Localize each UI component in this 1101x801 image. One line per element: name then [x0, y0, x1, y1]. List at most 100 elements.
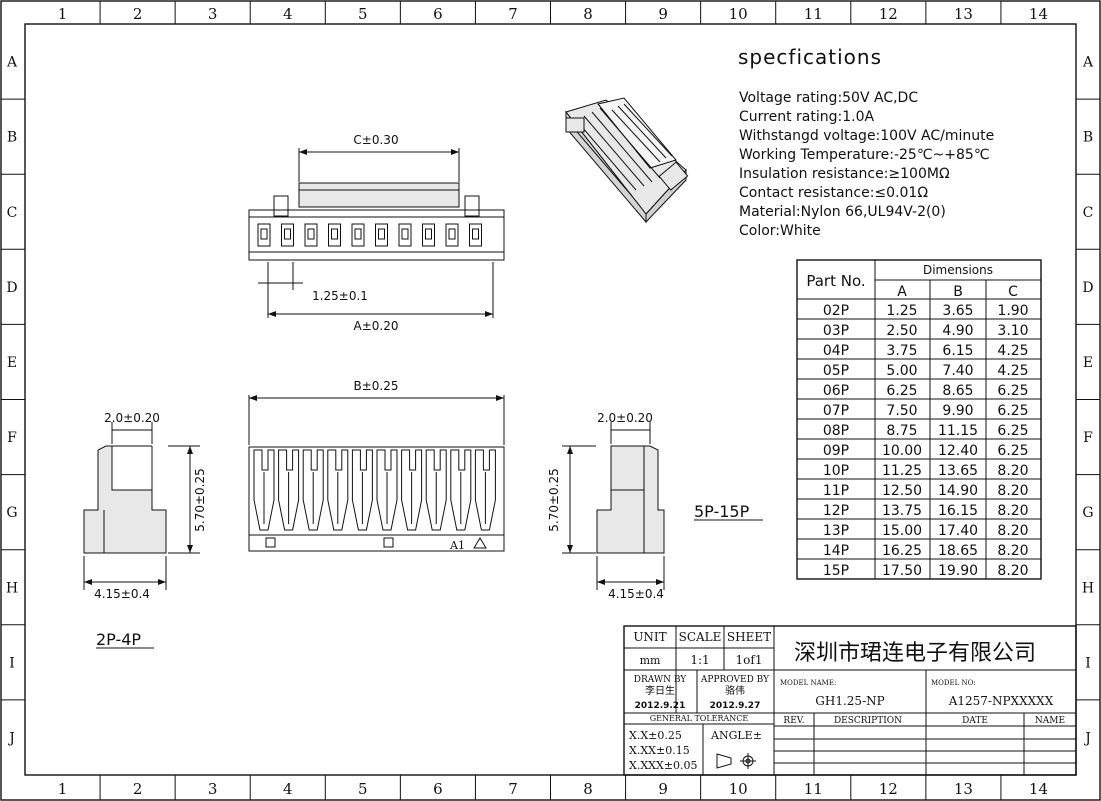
spec-line: Material:Nylon 66,UL94V-2(0) [739, 204, 946, 220]
grid-row-label: G [1082, 505, 1093, 521]
table-cell: 3.65 [942, 303, 973, 319]
grid-col-label: 4 [283, 780, 293, 798]
grid-col-label: 1 [58, 780, 68, 798]
table-cell: 11.15 [938, 423, 978, 439]
approved-date: 2012.9.27 [710, 701, 761, 711]
table-cell: 7.50 [886, 403, 917, 419]
table-cell: 6.25 [997, 443, 1028, 459]
dim-h-left: 5.70±0.25 [193, 468, 207, 532]
grid-row-label: C [1083, 205, 1094, 221]
drawn-date: 2012.9.21 [635, 701, 686, 711]
table-cell: 4.90 [942, 323, 973, 339]
date-label: DATE [962, 716, 988, 726]
part-header: Part No. [806, 272, 865, 290]
scale-value: 1:1 [690, 653, 709, 667]
grid-col-label: 11 [804, 780, 823, 798]
grid-row-label: G [6, 505, 17, 521]
table-cell: 8.20 [997, 543, 1028, 559]
table-cell: 6.25 [997, 403, 1028, 419]
table-cell: 6.15 [942, 343, 973, 359]
sheet-value: 1of1 [736, 653, 763, 667]
table-cell: 02P [823, 303, 849, 319]
table-cell: 5.00 [886, 363, 917, 379]
model-no-label: MODEL NO: [931, 679, 976, 687]
left-side-view: 2.0±0.20 5.70±0.25 4.15±0.4 2P-4P [83, 411, 207, 649]
grid-col-label: 7 [508, 780, 518, 798]
table-cell: 11P [823, 483, 849, 499]
model-no: A1257-NPXXXXX [948, 694, 1054, 708]
grid-row-label: D [6, 280, 17, 296]
grid-col-label: 9 [658, 780, 668, 798]
name-label: NAME [1035, 716, 1065, 726]
table-cell: 15.00 [882, 523, 922, 539]
grid-row-label: H [1082, 580, 1094, 596]
table-cell: 6.25 [997, 383, 1028, 399]
front-view: A1 B±0.25 [248, 379, 505, 552]
table-cell: 13.75 [882, 503, 922, 519]
grid-row-label: C [7, 205, 18, 221]
grid-col-label: 12 [879, 780, 898, 798]
approved-label: APPROVED BY [700, 675, 770, 685]
range-small: 2P-4P [96, 630, 141, 649]
tolerance-label: GENERAL TOLERANCE [650, 714, 749, 723]
grid-col-label: 6 [433, 780, 443, 798]
dim-c: C±0.30 [353, 133, 398, 147]
table-cell: 8.20 [997, 523, 1028, 539]
grid-row-label: B [7, 130, 17, 146]
grid-col-label: 2 [133, 780, 143, 798]
dim-d-right: 4.15±0.4 [608, 587, 664, 601]
spec-line: Withstangd voltage:100V AC/minute [739, 128, 994, 144]
table-cell: 03P [823, 323, 849, 339]
table-cell: 8.20 [997, 463, 1028, 479]
table-cell: 9.90 [942, 403, 973, 419]
grid-col-label: 6 [433, 5, 443, 23]
table-cell: 13.65 [938, 463, 978, 479]
table-cell: 4.25 [997, 363, 1028, 379]
table-cell: 15P [823, 563, 849, 579]
table-cell: 18.65 [938, 543, 978, 559]
grid-col-label: 8 [583, 5, 593, 23]
tolerance-1: X.X±0.25 [629, 729, 682, 742]
table-cell: 3.75 [886, 343, 917, 359]
dim-w-left: 2.0±0.20 [104, 411, 160, 425]
table-cell: 12.40 [938, 443, 978, 459]
approved-name: 骆伟 [725, 684, 745, 697]
table-cell: 8.75 [886, 423, 917, 439]
table-cell: 14.90 [938, 483, 978, 499]
angle-label: ANGLE± [710, 729, 762, 742]
grid-row-label: A [1082, 55, 1094, 71]
table-cell: 12P [823, 503, 849, 519]
spec-line: Current rating:1.0A [739, 109, 874, 125]
grid-row-label: B [1083, 130, 1093, 146]
table-cell: 05P [823, 363, 849, 379]
spec-line: Working Temperature:-25℃~+85℃ [739, 147, 990, 163]
grid-col-label: 3 [208, 5, 218, 23]
right-side-view: 2.0±0.20 5.70±0.25 4.15±0.4 5P-15P [547, 411, 763, 601]
dim-h-right: 5.70±0.25 [547, 468, 561, 532]
table-cell: 07P [823, 403, 849, 419]
unit-label: UNIT [633, 630, 666, 644]
dim-d-left: 4.15±0.4 [94, 587, 150, 601]
title-block: UNIT SCALE SHEET mm 1:1 1of1 深圳市珺连电子有限公司… [623, 625, 1077, 776]
table-cell: 13P [823, 523, 849, 539]
spec-line: Contact resistance:≤0.01Ω [739, 185, 928, 201]
table-cell: 8.20 [997, 503, 1028, 519]
dim-a: A±0.20 [354, 319, 399, 333]
table-cell: 17.50 [882, 563, 922, 579]
table-cell: 7.40 [942, 363, 973, 379]
grid-col-label: 10 [729, 780, 748, 798]
grid-col-label: 9 [658, 5, 668, 23]
unit-value: mm [640, 654, 661, 667]
tolerance-3: X.XXX±0.05 [629, 759, 698, 772]
table-cell: 10.00 [882, 443, 922, 459]
table-cell: 09P [823, 443, 849, 459]
grid-col-label: 4 [283, 5, 293, 23]
company-name: 深圳市珺连电子有限公司 [794, 641, 1036, 666]
col-a: A [897, 284, 907, 300]
spec-heading: specfications [738, 45, 882, 69]
table-cell: 06P [823, 383, 849, 399]
table-cell: 19.90 [938, 563, 978, 579]
grid-row-label: E [7, 355, 17, 371]
table-cell: 04P [823, 343, 849, 359]
